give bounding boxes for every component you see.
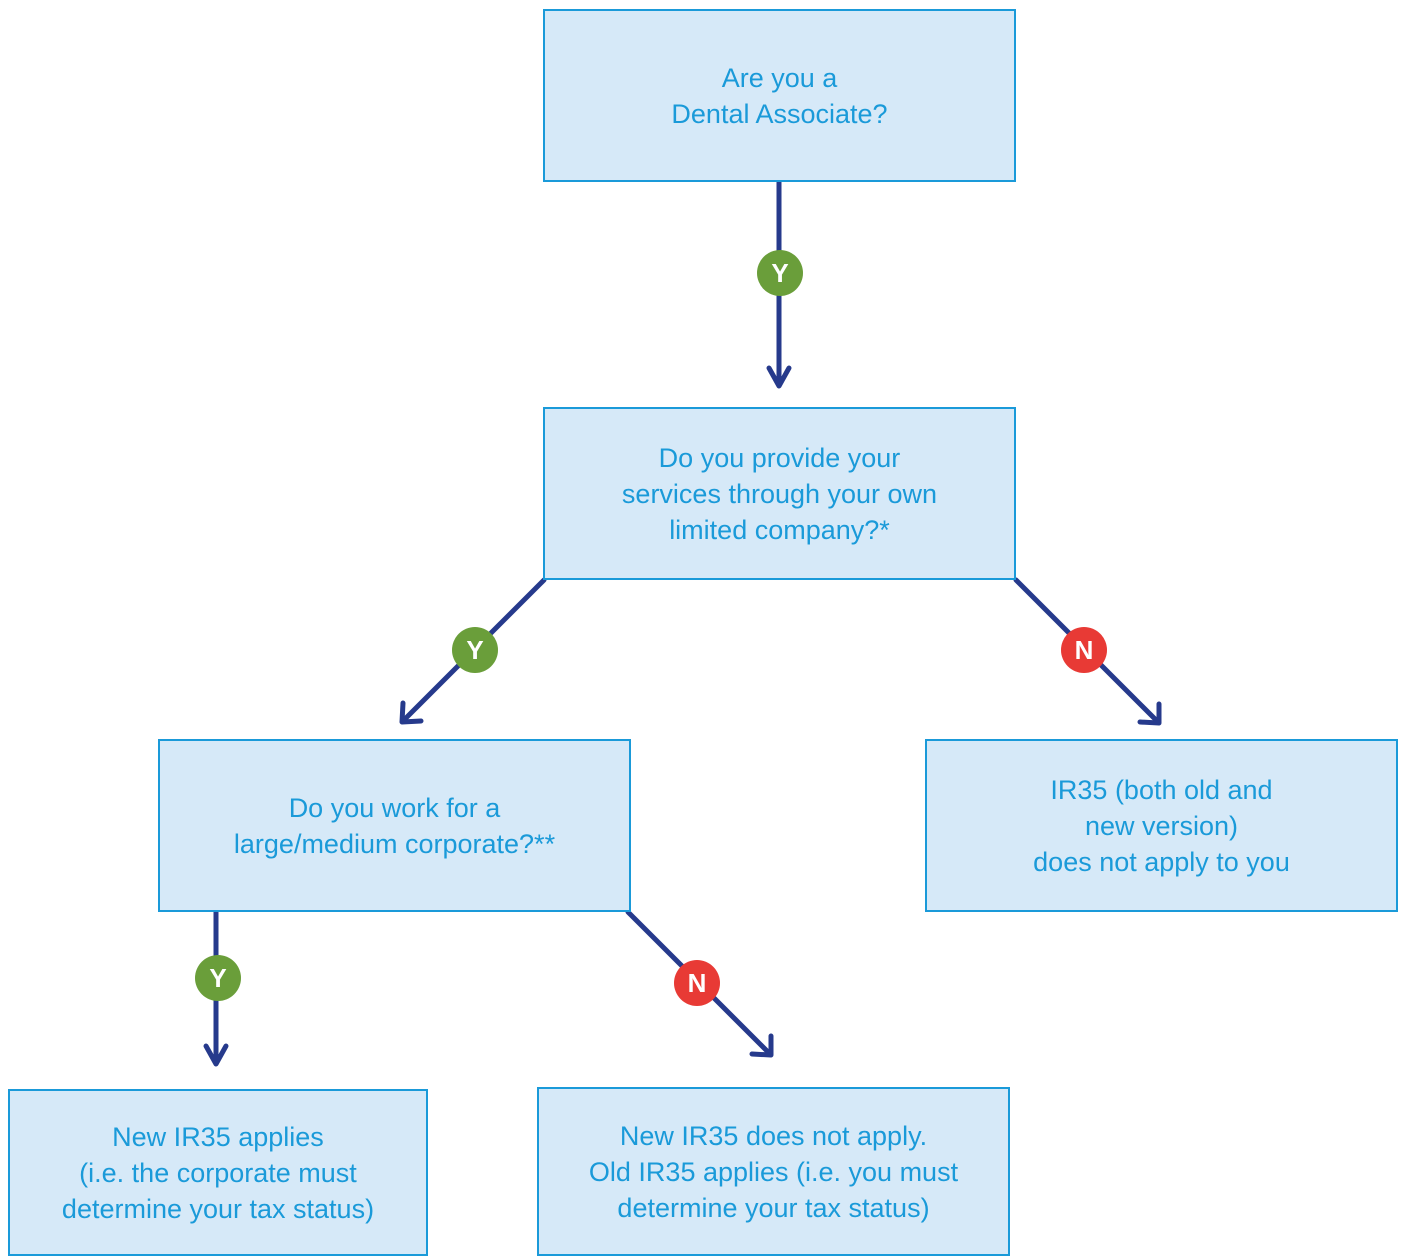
node-old-ir35-applies-result: New IR35 does not apply. Old IR35 applie… — [537, 1087, 1010, 1256]
node-large-corporate-question: Do you work for a large/medium corporate… — [158, 739, 631, 912]
node-label: New IR35 applies (i.e. the corporate mus… — [61, 1121, 375, 1224]
arrowhead-icon — [766, 365, 792, 389]
yes-badge: Y — [757, 250, 803, 296]
node-label: Are you a Dental Associate? — [671, 62, 888, 129]
no-badge: N — [674, 960, 720, 1006]
yes-badge: Y — [195, 955, 241, 1001]
arrowhead-icon — [1137, 701, 1162, 726]
arrowhead-icon — [203, 1043, 229, 1067]
arrowhead-icon — [749, 1033, 774, 1058]
node-label: New IR35 does not apply. Old IR35 applie… — [588, 1120, 959, 1223]
node-new-ir35-applies-result: New IR35 applies (i.e. the corporate mus… — [8, 1089, 428, 1256]
node-label: Do you provide your services through you… — [621, 442, 938, 545]
no-badge: N — [1061, 627, 1107, 673]
yes-badge: Y — [452, 627, 498, 673]
node-dental-associate-question: Are you a Dental Associate? — [543, 9, 1016, 182]
node-ir35-not-apply-result: IR35 (both old and new version) does not… — [925, 739, 1398, 912]
node-limited-company-question: Do you provide your services through you… — [543, 407, 1016, 580]
node-label: Do you work for a large/medium corporate… — [233, 792, 556, 859]
arrowhead-icon — [399, 700, 424, 725]
node-label: IR35 (both old and new version) does not… — [1033, 774, 1290, 877]
